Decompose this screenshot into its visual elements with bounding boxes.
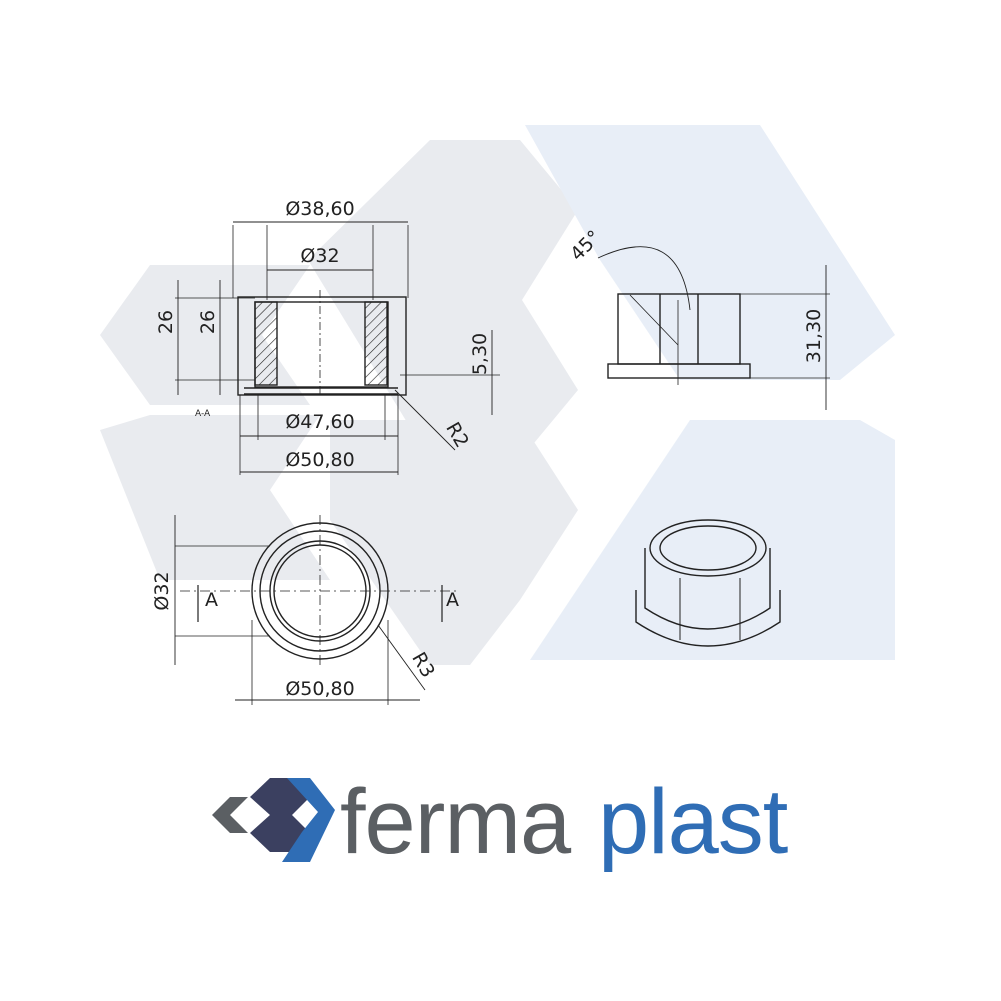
dim-height-left-2-label: 26: [197, 310, 219, 334]
dim-base-inner-label: Ø47,60: [285, 411, 354, 433]
side-height-label: 31,30: [803, 309, 825, 363]
top-bore-label: Ø32: [151, 571, 173, 610]
top-view: [174, 515, 460, 705]
side-view: [597, 246, 830, 410]
watermark-chevrons: [100, 125, 895, 665]
section-label: A-A: [195, 409, 211, 419]
dim-outer-top-label: Ø38,60: [285, 198, 354, 220]
brand-word-blue: plast: [598, 771, 788, 873]
brand-word-gray: ferma: [340, 771, 572, 873]
dim-height-left-1-label: 26: [155, 310, 177, 334]
dim-flange-label: 5,30: [469, 333, 491, 375]
top-outer-label: Ø50,80: [285, 678, 354, 700]
isometric-view: [635, 519, 781, 647]
dim-inner-top-label: Ø32: [300, 245, 339, 267]
hatch-right: [364, 301, 388, 386]
section-right-label: A: [446, 589, 459, 611]
dim-base-outer-label: Ø50,80: [285, 449, 354, 471]
hatch-left: [254, 301, 278, 386]
fermaplast-chevron-logo-icon: [212, 778, 335, 862]
section-left-label: A: [205, 589, 218, 611]
outline-rect: [237, 296, 407, 396]
front-section-view: [175, 221, 500, 475]
